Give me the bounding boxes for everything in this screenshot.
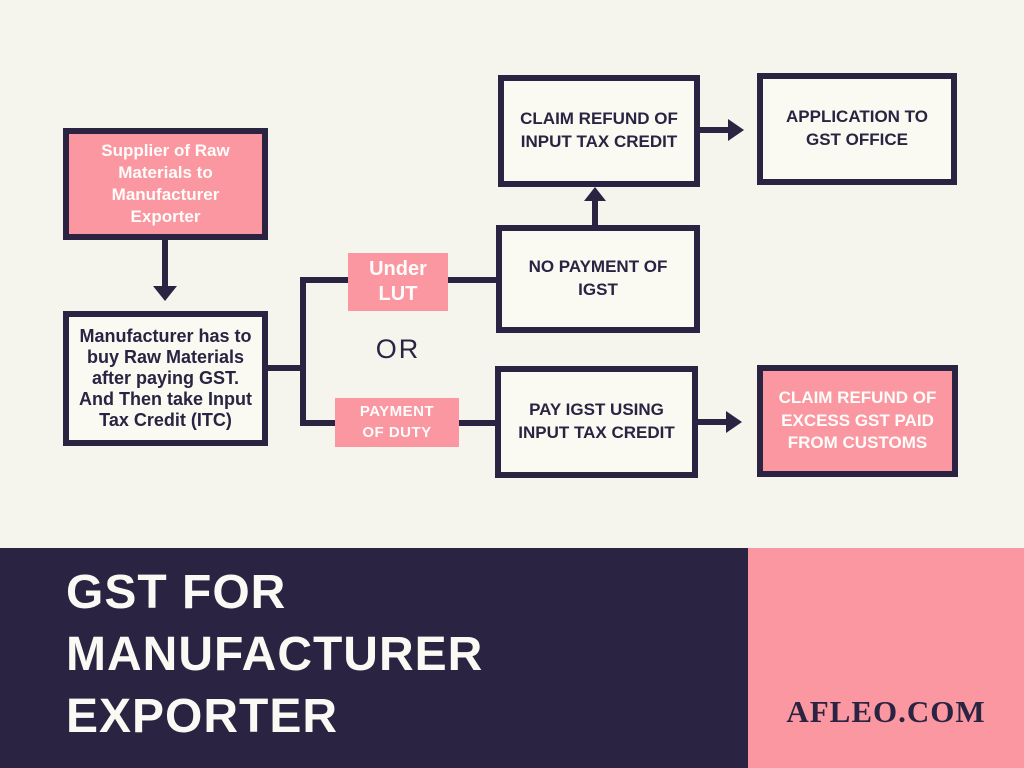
pay-igst-label: PAY IGST USING INPUT TAX CREDIT	[518, 400, 675, 442]
arrow-payigst-right-shaft	[698, 419, 727, 425]
pay-igst-box: PAY IGST USING INPUT TAX CREDIT	[495, 366, 698, 478]
claim-refund-itc-box: CLAIM REFUND OF INPUT TAX CREDIT	[498, 75, 700, 187]
claim-refund-itc-label: CLAIM REFUND OF INPUT TAX CREDIT	[520, 109, 678, 151]
claim-refund-excess-label: CLAIM REFUND OF EXCESS GST PAID FROM CUS…	[778, 387, 937, 453]
supplier-box: Supplier of Raw Materials to Manufacture…	[63, 128, 268, 240]
application-gst-office-box: APPLICATION TO GST OFFICE	[757, 73, 957, 185]
footer-dark-band	[0, 548, 748, 768]
manufacturer-box-label: Manufacturer has to buy Raw Materials af…	[79, 325, 252, 431]
under-lut-chip: Under LUT	[348, 253, 448, 311]
arrow-supplier-down-head	[153, 286, 177, 301]
connector-branch-to-paymentduty	[300, 420, 340, 426]
arrow-claimitc-right-head	[728, 119, 744, 141]
footer-pink-block	[748, 548, 1024, 768]
arrow-nopayment-up-head	[584, 187, 606, 201]
page-title-line2: MANUFACTURER	[66, 628, 484, 681]
brand-text: AFLEO.COM	[786, 694, 986, 729]
supplier-box-label: Supplier of Raw Materials to Manufacture…	[101, 140, 230, 227]
connector-underlut-to-nopayment	[444, 277, 498, 283]
page-title-line3: EXPORTER	[66, 690, 339, 743]
connector-branch-vertical	[300, 277, 306, 426]
no-payment-igst-box: NO PAYMENT OF IGST	[496, 225, 700, 333]
arrow-claimitc-right-shaft	[700, 127, 729, 133]
arrow-nopayment-up-shaft	[592, 200, 598, 225]
under-lut-label: Under LUT	[369, 258, 427, 305]
manufacturer-box: Manufacturer has to buy Raw Materials af…	[63, 311, 268, 446]
or-label: OR	[375, 334, 421, 364]
payment-of-duty-chip: PAYMENT OF DUTY	[335, 398, 459, 447]
connector-branch-to-underlut	[300, 277, 352, 283]
payment-of-duty-label: PAYMENT OF DUTY	[359, 403, 435, 441]
claim-refund-excess-box: CLAIM REFUND OF EXCESS GST PAID FROM CUS…	[757, 365, 958, 477]
connector-paymentduty-to-payigst	[455, 420, 497, 426]
arrow-payigst-right-head	[726, 411, 742, 433]
page-title-line1: GST FOR	[66, 566, 287, 619]
application-gst-office-label: APPLICATION TO GST OFFICE	[786, 107, 928, 149]
connector-manufacturer-to-branch	[264, 365, 306, 371]
no-payment-igst-label: NO PAYMENT OF IGST	[528, 257, 668, 299]
arrow-supplier-down-shaft	[162, 240, 168, 287]
page-title: GST FOR MANUFACTURER EXPORTER	[66, 562, 483, 748]
